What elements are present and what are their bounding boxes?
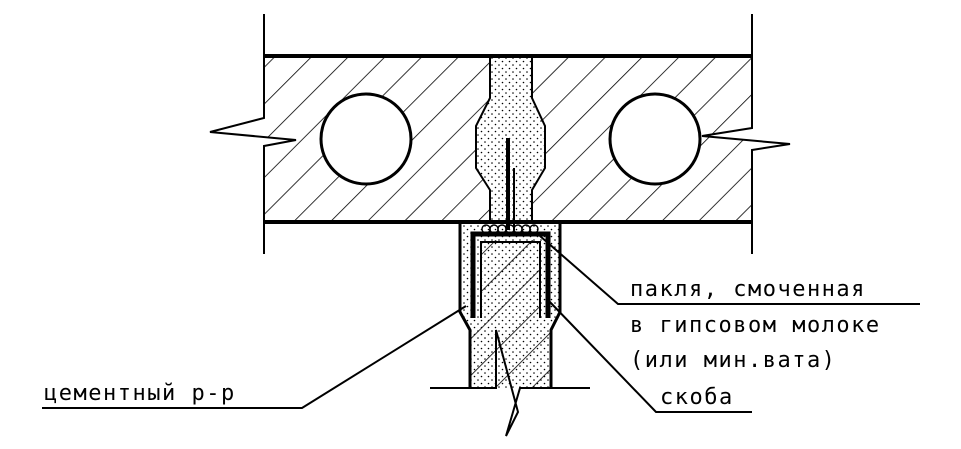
bracket xyxy=(470,231,551,318)
label-tow-line2: в гипсовом молоке xyxy=(630,313,881,338)
label-bracket: скоба xyxy=(660,385,734,410)
label-cement: цементный р-р xyxy=(44,381,236,406)
left-slab xyxy=(209,56,490,222)
label-tow-line1: пакля, смоченная xyxy=(630,277,866,302)
left-break-line xyxy=(209,56,297,222)
partition-wall xyxy=(430,224,590,437)
bracket-inner xyxy=(480,241,541,318)
wall-break-line xyxy=(430,329,590,437)
right-break-line xyxy=(701,56,791,222)
right-slab xyxy=(532,56,791,222)
left-void xyxy=(319,92,413,186)
leader-cement xyxy=(42,305,467,409)
label-tow-line3: (или мин.вата) xyxy=(630,348,836,373)
leader-bracket xyxy=(547,299,752,413)
right-void xyxy=(608,92,702,186)
leader-tow xyxy=(539,235,920,305)
